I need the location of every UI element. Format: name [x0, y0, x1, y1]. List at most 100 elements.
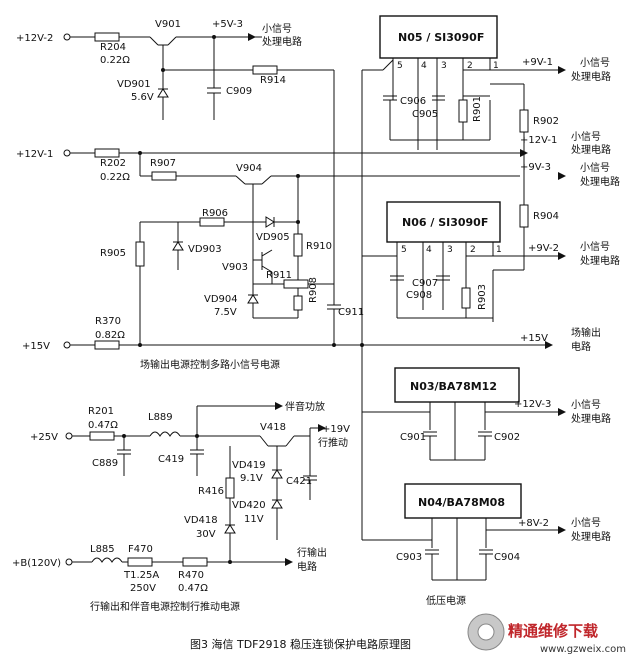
- note-small-signal: 小信号: [262, 23, 292, 35]
- rail-12v2-in: +12V-2: [16, 33, 53, 44]
- label-vd418: VD418: [184, 515, 218, 526]
- pin-n05-4: 4: [421, 61, 427, 71]
- note-processing: 处理电路: [571, 143, 611, 156]
- watermark-logo: 精通维修下载 www.gzweix.com: [467, 613, 626, 655]
- label-9v2: +9V-2: [528, 243, 559, 254]
- note-line-out: 行输出: [297, 546, 327, 559]
- label-vd901: VD901: [117, 79, 151, 90]
- note-section-top: 场输出电源控制多路小信号电源: [140, 358, 280, 371]
- pin-n06-2: 2: [470, 245, 476, 255]
- label-15v-out: +15V: [520, 333, 548, 344]
- label-r204: R204: [100, 42, 126, 53]
- note-processing: 处理电路: [262, 35, 302, 48]
- note-sound-amp: 伴音功放: [285, 400, 325, 413]
- resistor-r204: [94, 32, 120, 42]
- rail-12v1-in: +12V-1: [16, 149, 53, 160]
- label-c903: C903: [396, 552, 422, 563]
- label-r910: R910: [306, 241, 332, 252]
- label-r470: R470: [178, 570, 204, 581]
- label-12v3: +12V-3: [514, 399, 551, 410]
- value-f470-b: 250V: [130, 583, 156, 594]
- value-r201: 0.47Ω: [88, 420, 118, 431]
- label-v903: V903: [222, 262, 248, 273]
- pin-n06-5: 5: [401, 245, 407, 255]
- watermark-title: 精通维修下载: [508, 622, 598, 640]
- label-c909: C909: [226, 86, 252, 97]
- label-r906: R906: [202, 208, 228, 219]
- pin-n05-3: 3: [441, 61, 447, 71]
- label-vd420: VD420: [232, 500, 266, 511]
- label-l885: L885: [90, 544, 115, 555]
- label-vd419: VD419: [232, 460, 266, 471]
- ic-n05-group: N05 / SI3090F 5 4 3 2 1 +9V-1 小信号 处理电路 C…: [361, 15, 611, 540]
- ic-n06-group: N06 / SI3090F 5 4 3 2 1 +9V-2 小信号 处理电路 R…: [362, 201, 620, 322]
- value-vd904: 7.5V: [214, 307, 237, 318]
- pin-n05-5: 5: [397, 61, 403, 71]
- label-vd905: VD905: [256, 232, 290, 243]
- label-r911: R911: [266, 270, 292, 281]
- note-processing: 处理电路: [580, 175, 620, 188]
- value-f470-a: T1.25A: [123, 570, 159, 581]
- label-9v1: +9V-1: [522, 57, 553, 68]
- note-small-signal: 小信号: [571, 399, 601, 411]
- terminal: [63, 33, 71, 41]
- value-r370: 0.82Ω: [95, 330, 125, 341]
- ic-n03-group: N03/BA78M12 +12V-3 小信号 处理电路 C901 C902: [362, 367, 611, 461]
- label-vd904: VD904: [204, 294, 238, 305]
- label-c911: C911: [338, 307, 364, 318]
- value-vd419: 9.1V: [240, 473, 263, 484]
- label-c906: C906: [400, 96, 426, 107]
- label-9v3: +9V-3: [520, 162, 551, 173]
- label-c419: C419: [158, 454, 184, 465]
- label-r914: R914: [260, 75, 286, 86]
- rail-b-group: +B(120V) L885 F470 T1.25A 250V R470 0.47…: [12, 544, 327, 613]
- label-n06: N06 / SI3090F: [402, 216, 488, 229]
- figure-caption: 图3 海信 TDF2918 稳压连锁保护电路原理图: [190, 637, 411, 651]
- label-n04: N04/BA78M08: [418, 496, 505, 509]
- label-v904: V904: [236, 163, 262, 174]
- label-r416: R416: [198, 486, 224, 497]
- label-r201: R201: [88, 406, 114, 417]
- note-small-signal: 小信号: [580, 57, 610, 69]
- label-l889: L889: [148, 412, 173, 423]
- label-c902: C902: [494, 432, 520, 443]
- note-processing: 处理电路: [580, 254, 620, 267]
- note-small-signal: 小信号: [580, 241, 610, 253]
- pin-n06-3: 3: [447, 245, 453, 255]
- label-r908: R908: [308, 277, 319, 303]
- label-c908: C908: [406, 290, 432, 301]
- note-line-drive: 行推动: [318, 436, 348, 449]
- value-r204: 0.22Ω: [100, 55, 130, 66]
- label-r905: R905: [100, 248, 126, 259]
- label-12v1-out: +12V-1: [520, 135, 557, 146]
- label-vd903: VD903: [188, 244, 222, 255]
- value-vd418: 30V: [196, 529, 216, 540]
- note-field-out: 场输出: [571, 326, 601, 339]
- value-vd420: 11V: [244, 514, 264, 525]
- label-c905: C905: [412, 109, 438, 120]
- value-r470: 0.47Ω: [178, 583, 208, 594]
- label-v901: V901: [155, 19, 181, 30]
- label-r901: R901: [472, 96, 483, 122]
- note-field-circuit: 电路: [571, 340, 591, 353]
- ic-n04: [404, 483, 522, 519]
- pin-n06-4: 4: [426, 245, 432, 255]
- pin-n06-1: 1: [496, 245, 502, 255]
- label-c904: C904: [494, 552, 520, 563]
- note-low-voltage: 低压电源: [426, 594, 466, 607]
- rail-25v-in: +25V: [30, 432, 58, 443]
- label-8v2: +8V-2: [518, 518, 549, 529]
- note-processing: 处理电路: [571, 70, 611, 83]
- note-small-signal: 小信号: [580, 162, 610, 174]
- label-c889: C889: [92, 458, 118, 469]
- ic-n06: [386, 201, 501, 243]
- rail-15v-group: +15V R370 0.82Ω +15V 场输出 电路 场输出电源控制多路小信号…: [22, 316, 601, 371]
- rail-b-in: +B(120V): [12, 558, 61, 569]
- label-5v3: +5V-3: [212, 19, 243, 30]
- label-n05: N05 / SI3090F: [398, 31, 484, 44]
- value-r202: 0.22Ω: [100, 172, 130, 183]
- note-small-signal: 小信号: [571, 131, 601, 143]
- label-r902: R902: [533, 116, 559, 127]
- rail-15v-in: +15V: [22, 341, 50, 352]
